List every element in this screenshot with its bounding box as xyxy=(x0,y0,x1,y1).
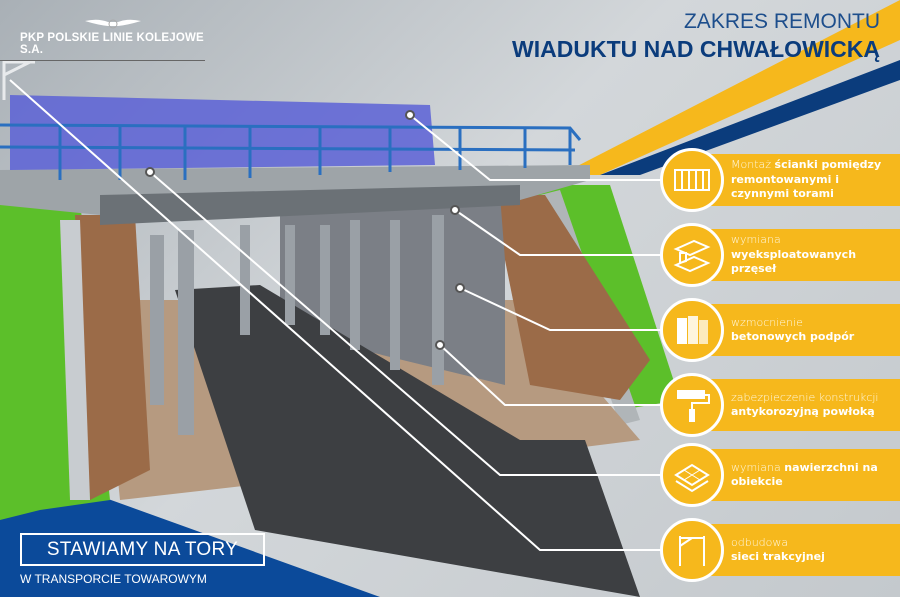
concrete-blocks-icon xyxy=(660,298,724,362)
page-title: ZAKRES REMONTU WIADUKTU NAD CHWAŁOWICKĄ xyxy=(512,10,880,62)
railing xyxy=(0,123,582,180)
catenary-pole xyxy=(2,60,35,100)
winged-wheel-icon xyxy=(84,19,141,29)
brick-abutment-right xyxy=(500,195,650,400)
item-pavement: wymiana nawierzchni na obiekcie xyxy=(660,443,900,507)
slogan-subtitle: W TRANSPORCIE TOWAROWYM xyxy=(20,572,207,586)
catenary-pole-icon xyxy=(660,518,724,582)
paint-roller-icon xyxy=(660,373,724,437)
leader-dots xyxy=(145,110,465,350)
logo-divider xyxy=(0,60,205,61)
pkp-logo: PKP POLSKIE LINIE KOLEJOWE S.A. xyxy=(20,16,205,56)
wall-panel-icon xyxy=(660,148,724,212)
deck-girder xyxy=(100,185,520,225)
leader-lines xyxy=(9,79,660,551)
blue-stripe xyxy=(600,60,900,175)
slogan-box: STAWIAMY NA TORY xyxy=(20,533,265,566)
pavement-icon xyxy=(660,443,724,507)
brick-abutment-left xyxy=(75,215,150,500)
road xyxy=(175,285,640,597)
item-wall: Montaż ścianki pomiędzy remontowanymi i … xyxy=(660,148,900,212)
steel-beam-icon xyxy=(660,223,724,287)
wing-wall-left xyxy=(60,220,90,500)
noise-barrier xyxy=(10,95,435,170)
yellow-stripe xyxy=(560,0,900,175)
